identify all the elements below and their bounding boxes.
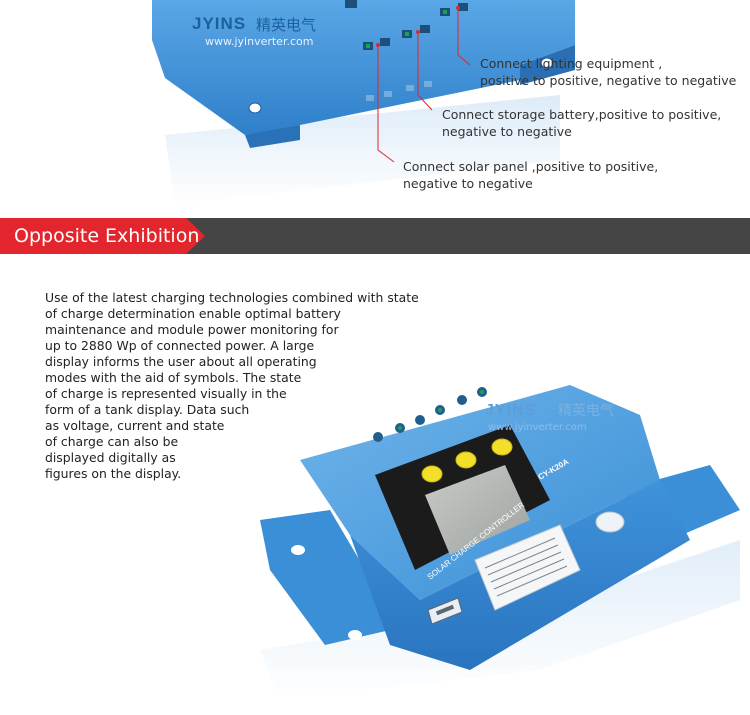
description-line: of charge is represented visually in the — [45, 386, 287, 401]
section-banner: Opposite Exhibition — [0, 218, 750, 254]
description-line: Use of the latest charging technologies … — [45, 290, 419, 305]
description-line: display informs the user about all opera… — [45, 354, 317, 369]
description-line: maintenance and module power monitoring … — [45, 322, 339, 337]
description-line: modes with the aid of symbols. The state — [45, 370, 302, 385]
top-brand-logo: JYINS — [192, 14, 247, 33]
description-line: as voltage, current and state — [45, 418, 225, 433]
description-line: of charge can also be — [45, 434, 179, 449]
description-line: figures on the display. — [45, 466, 182, 481]
description-line: displayed digitally as — [45, 450, 176, 465]
description-line: of charge determination enable optimal b… — [45, 306, 341, 321]
controller-top-photo: JYINS 精英电气 www.jyinverter.com Connect li… — [0, 0, 750, 218]
controller-terminals-image — [152, 0, 575, 205]
section-title: Opposite Exhibition — [14, 225, 200, 247]
banner-accent-tag — [0, 218, 205, 254]
controller-image: SOLAR CHARGE CONTROLLER CY-K20A — [260, 385, 740, 700]
callout-solar-panel: Connect solar panel ,positive to positiv… — [403, 159, 659, 191]
bottom-brand-logo: JYINS — [485, 402, 537, 419]
description-line: form of a tank display. Data such — [45, 402, 250, 417]
description-text: Use of the latest charging technologies … — [45, 290, 419, 482]
callout-battery: Connect storage battery,positive to posi… — [442, 107, 722, 139]
top-brand-cn: 精英电气 — [256, 16, 317, 34]
controller-front-photo: SOLAR CHARGE CONTROLLER CY-K20A JYINS 精英… — [240, 370, 750, 710]
top-website-watermark: www.jyinverter.com — [205, 35, 314, 48]
bottom-website-watermark: www.jyinverter.com — [488, 422, 587, 433]
bottom-brand-cn: 精英电气 — [558, 403, 614, 419]
description-line: up to 2880 Wp of connected power. A larg… — [45, 338, 315, 353]
callout-lighting: Connect lighting equipment , positive to… — [480, 56, 737, 88]
